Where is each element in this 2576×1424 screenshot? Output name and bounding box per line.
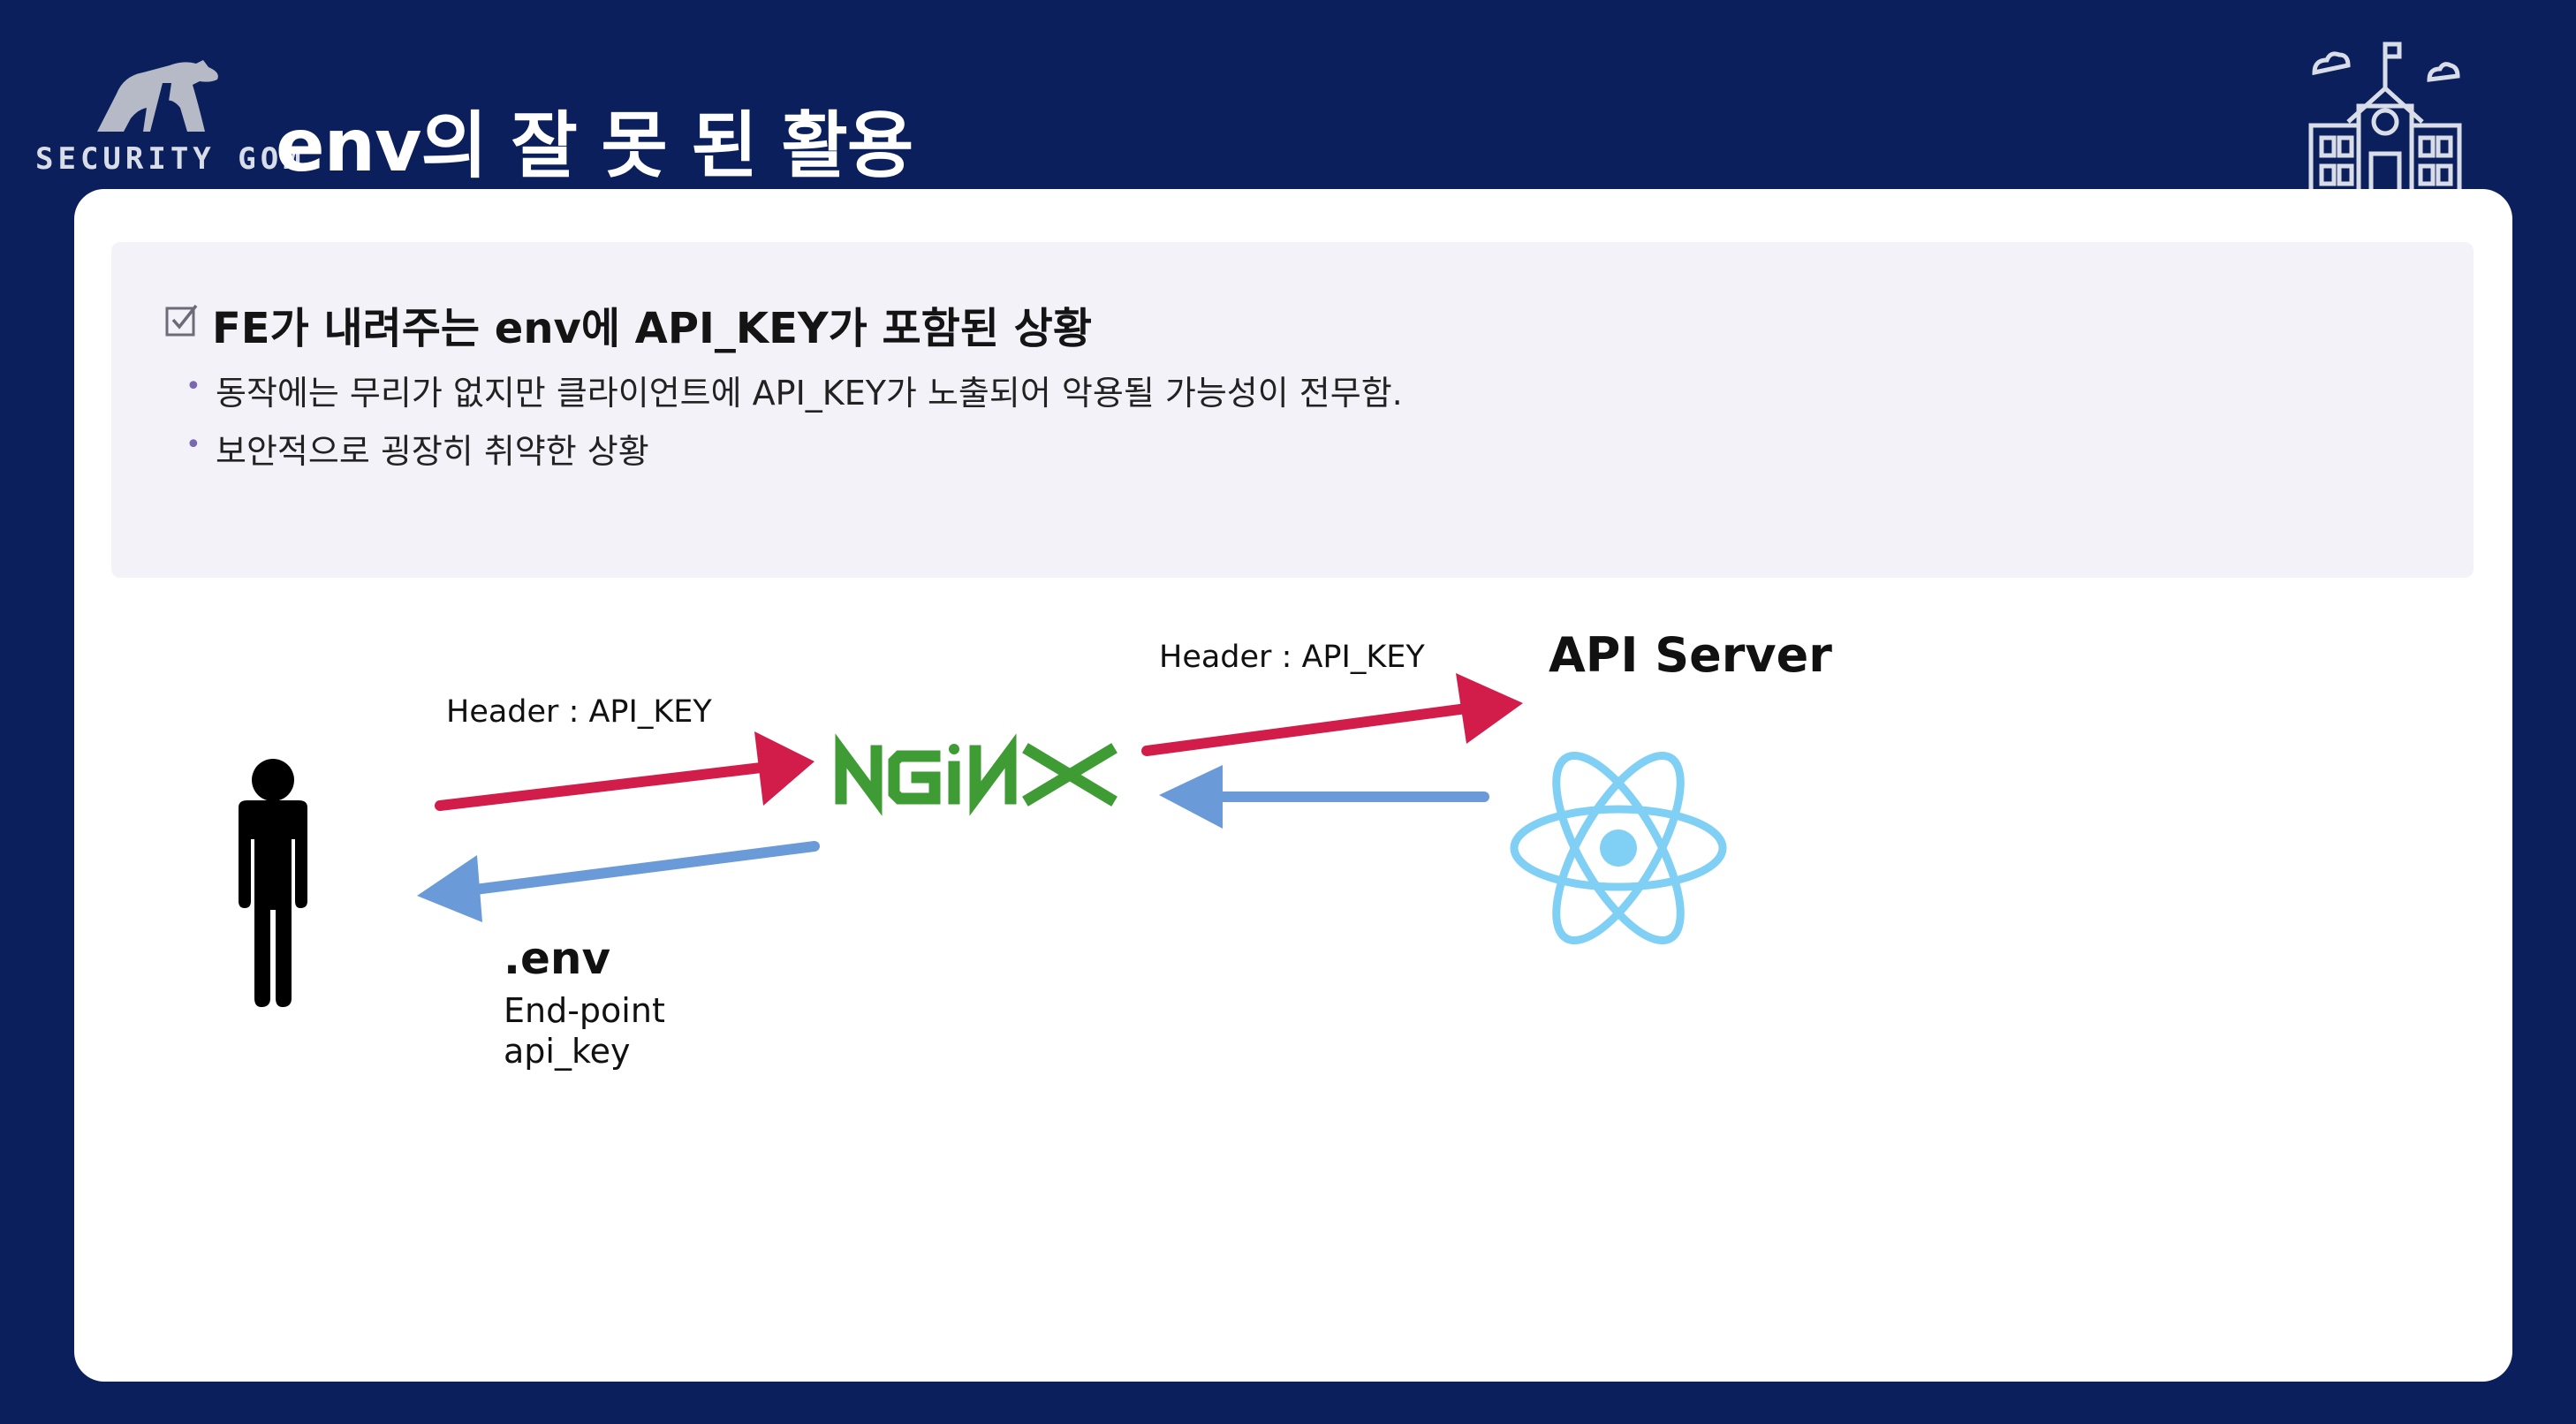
school-building-icon: [2304, 42, 2466, 196]
logo-text: SECURITY GOM: [35, 141, 306, 177]
api-server-label: API Server: [1549, 627, 1832, 683]
bear-logo-icon: [97, 60, 218, 132]
env-item-endpoint: End-point: [504, 991, 665, 1030]
bullet-item: • 동작에는 무리가 없지만 클라이언트에 API_KEY가 노출되어 악용될 …: [186, 366, 1403, 414]
client-to-nginx-label: Header : API_KEY: [446, 694, 712, 730]
checkbox-icon: [165, 304, 198, 337]
nginx-logo: [835, 733, 1118, 816]
response-arrow-nginx-to-client: [417, 841, 820, 922]
bullet-text: 동작에는 무리가 없지만 클라이언트에 API_KEY가 노출되어 악용될 가능…: [216, 374, 1403, 413]
response-arrow-server-to-nginx: [1159, 765, 1489, 829]
nginx-to-server-label: Header : API_KEY: [1159, 640, 1425, 675]
brand-logo: SECURITY GOM: [27, 57, 301, 180]
person-icon: [239, 759, 307, 1007]
request-arrow-client-to-nginx: [435, 731, 814, 811]
bullet-item: • 보안적으로 굉장히 취약한 상황: [186, 424, 649, 473]
request-arrow-nginx-to-server: [1141, 673, 1523, 756]
react-logo: [1510, 751, 1727, 945]
bullet-dot: •: [186, 371, 201, 402]
bullet-dot: •: [186, 429, 201, 460]
page-title: env의 잘 못 된 활용: [276, 104, 913, 188]
env-title: .env: [504, 933, 611, 984]
panel-heading: FE가 내려주는 env에 API_KEY가 포함된 상황: [164, 293, 1092, 355]
info-panel: [111, 242, 2474, 578]
panel-heading-text: FE가 내려주는 env에 API_KEY가 포함된 상황: [212, 304, 1092, 353]
env-item-api-key: api_key: [504, 1032, 631, 1071]
bullet-text: 보안적으로 굉장히 취약한 상황: [216, 432, 649, 471]
